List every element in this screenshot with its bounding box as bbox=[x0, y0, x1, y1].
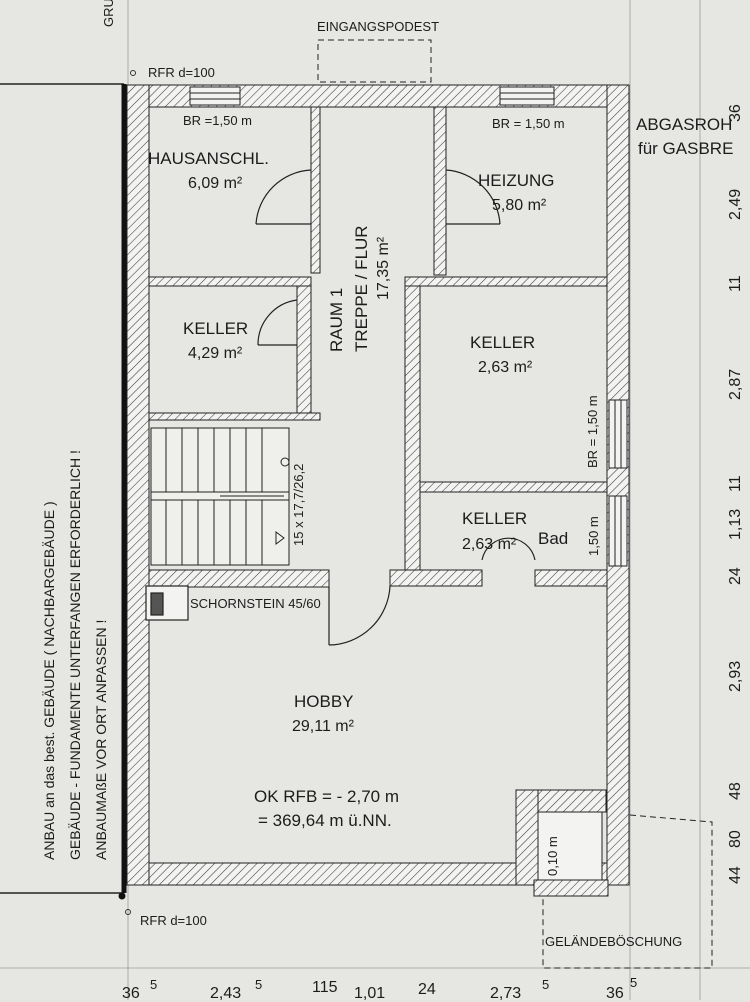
heizung-window-label: BR = 1,50 m bbox=[492, 116, 565, 131]
chimney bbox=[145, 585, 189, 621]
doors bbox=[255, 169, 536, 646]
right-dim-0: 36 bbox=[727, 104, 744, 122]
grid-label-fragment: GRU bbox=[100, 0, 116, 27]
slope-label: GELÄNDEBÖSCHUNG bbox=[545, 934, 683, 949]
heizung-name: HEIZUNG bbox=[478, 171, 555, 190]
staircase bbox=[150, 427, 290, 566]
light-well bbox=[515, 789, 609, 897]
keller-bad-extra: Bad bbox=[538, 529, 569, 548]
hobby-ok-line1: OK RFB = - 2,70 m bbox=[254, 787, 400, 806]
interior-walls bbox=[148, 106, 608, 588]
chimney-label: SCHORNSTEIN 45/60 bbox=[190, 596, 321, 611]
bottom-dim-7: 2,73 bbox=[490, 985, 522, 1002]
bottom-dim-4: 115 bbox=[312, 979, 338, 996]
keller-right-window-label: BR = 1,50 m bbox=[585, 395, 600, 468]
left-note-line1: ANBAU an das best. GEBÄUDE ( NACHBARGEBÄ… bbox=[41, 501, 57, 860]
hobby-area: 29,11 m² bbox=[292, 718, 354, 735]
right-dim-9: 80 bbox=[727, 830, 744, 848]
right-note-line1: ABGASROH bbox=[636, 115, 733, 134]
bottom-dim-0: 36 bbox=[122, 985, 140, 1002]
keller-left-name: KELLER bbox=[183, 319, 249, 338]
bottom-dim-9: 36 bbox=[606, 985, 624, 1002]
right-dim-4: 1,13 bbox=[727, 508, 744, 540]
left-note-line2: GEBÄUDE - FUNDAMENTE UNTERFANGEN ERFORDE… bbox=[67, 450, 83, 860]
keller-bad-area: 2,63 m² bbox=[462, 536, 517, 553]
right-dim-2: 11 bbox=[727, 275, 744, 292]
bottom-dim-2: 2,43 bbox=[210, 985, 242, 1002]
bottom-dim-6: 24 bbox=[418, 981, 436, 998]
bottom-dim-10: 5 bbox=[630, 975, 638, 990]
keller-bad-name: KELLER bbox=[462, 509, 528, 528]
hobby-name: HOBBY bbox=[294, 692, 354, 711]
hausanschl-name: HAUSANSCHL. bbox=[148, 149, 269, 168]
keller-bad-window-label: 1,50 m bbox=[586, 516, 601, 556]
keller-right-name: KELLER bbox=[470, 333, 536, 352]
bottom-dim-5: 1,01 bbox=[354, 985, 386, 1002]
right-dim-1: 2,49 bbox=[727, 188, 744, 220]
hobby-ok-line2: = 369,64 m ü.NN. bbox=[258, 811, 392, 830]
right-dim-3: 2,87 bbox=[727, 368, 744, 400]
rfr-top-label: RFR d=100 bbox=[148, 65, 215, 80]
hausanschl-area: 6,09 m² bbox=[188, 175, 243, 192]
heizung-area: 5,80 m² bbox=[492, 197, 547, 214]
keller-left-area: 4,29 m² bbox=[188, 345, 243, 362]
hausanschl-window-label: BR =1,50 m bbox=[183, 113, 253, 128]
right-dim-10: 44 bbox=[727, 866, 744, 884]
rfr-bottom-label: RFR d=100 bbox=[140, 913, 207, 928]
flur-line1: RAUM 1 bbox=[327, 287, 346, 352]
right-dim-7: 2,93 bbox=[727, 660, 744, 692]
right-dim-5: 11 bbox=[727, 475, 744, 492]
entrance-podest bbox=[317, 39, 432, 83]
slope-outline bbox=[542, 814, 713, 969]
right-note-line2: für GASBRE bbox=[638, 139, 734, 158]
bottom-dim-8: 5 bbox=[542, 977, 550, 992]
entrance-label: EINGANGSPODEST bbox=[316, 19, 440, 34]
flur-line2: TREPPE / FLUR bbox=[352, 225, 371, 352]
bottom-dim-1: 5 bbox=[150, 977, 158, 992]
flur-line3: 17,35 m² bbox=[375, 236, 392, 300]
neighbour-building-outline bbox=[0, 70, 136, 915]
left-note-line3: ANBAUMAßE VOR ORT ANPASSEN ! bbox=[93, 619, 109, 860]
right-dim-8: 48 bbox=[727, 782, 744, 800]
right-dim-6: 24 bbox=[727, 567, 744, 585]
lightwell-depth-label: 0,10 m bbox=[545, 836, 560, 876]
bottom-dim-3: 5 bbox=[255, 977, 263, 992]
keller-right-area: 2,63 m² bbox=[478, 359, 533, 376]
stairs-label: 15 x 17,7/26,2 bbox=[291, 463, 306, 546]
